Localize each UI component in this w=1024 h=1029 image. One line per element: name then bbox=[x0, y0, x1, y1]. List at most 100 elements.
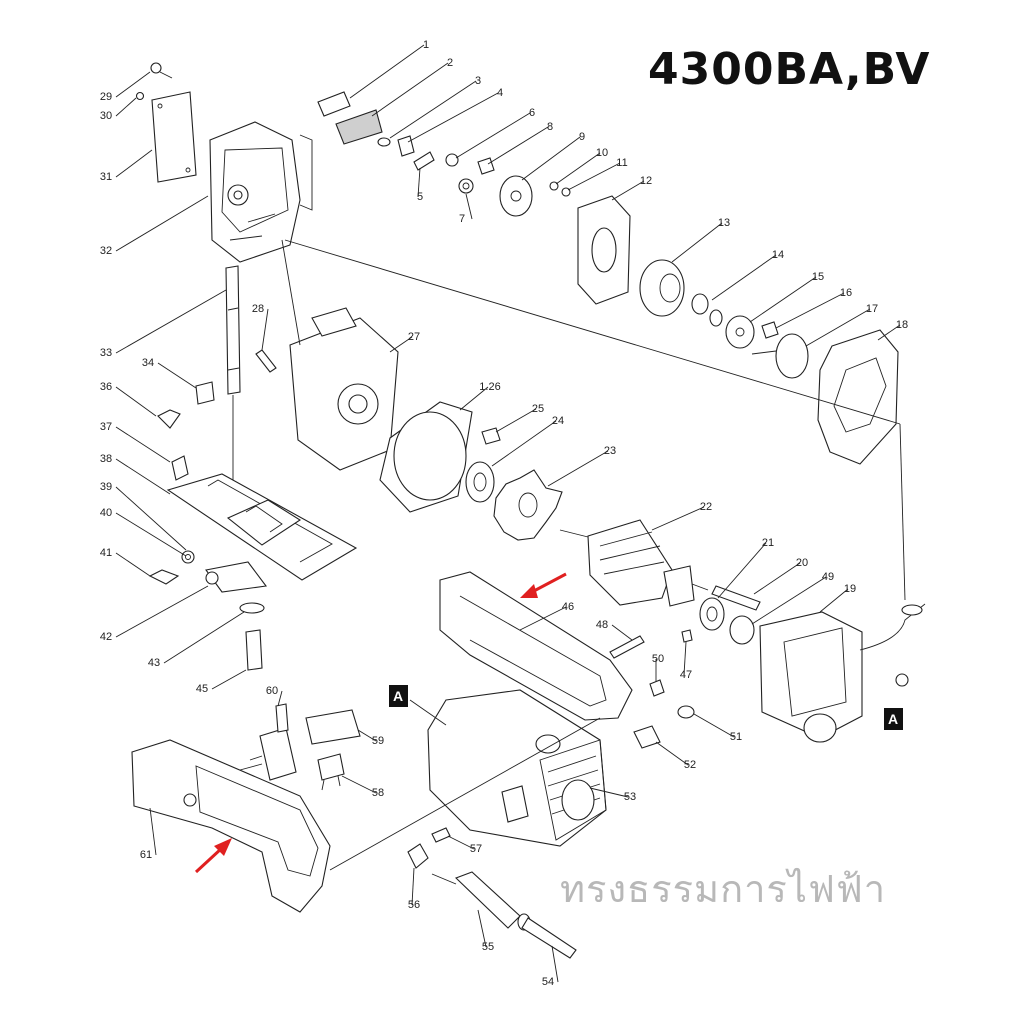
part-label: 61 bbox=[140, 849, 152, 861]
part-label: 56 bbox=[408, 899, 420, 911]
handle-link-line bbox=[329, 717, 601, 871]
part-9 bbox=[499, 175, 533, 217]
gear-housing bbox=[209, 121, 301, 263]
part-label-layer: 1234567891011121314151617181920212223242… bbox=[100, 39, 908, 988]
connector-label: A bbox=[888, 711, 898, 727]
leader-line bbox=[487, 126, 549, 165]
leader-line bbox=[611, 180, 645, 201]
part-label: 16 bbox=[840, 287, 852, 299]
connector-marker-left: A bbox=[389, 685, 408, 707]
leader-line bbox=[163, 611, 245, 664]
leader-line bbox=[717, 542, 767, 599]
part-label: 8 bbox=[547, 121, 553, 133]
clamp-34 bbox=[195, 381, 215, 405]
part-label: 19 bbox=[844, 583, 856, 595]
leader-line bbox=[357, 729, 377, 742]
washer-40 bbox=[181, 550, 195, 564]
part-label: 3 bbox=[475, 75, 481, 87]
leader-line bbox=[115, 97, 137, 117]
bolt-37 bbox=[171, 455, 189, 481]
part-label: 6 bbox=[529, 107, 535, 119]
part-7 bbox=[458, 178, 474, 194]
part-17 bbox=[751, 333, 809, 379]
part-label: 10 bbox=[596, 147, 608, 159]
cord-54 bbox=[521, 917, 577, 959]
part-58 bbox=[317, 753, 345, 791]
part-label: 36 bbox=[100, 381, 112, 393]
leader-line bbox=[555, 152, 601, 185]
leader-line bbox=[683, 641, 687, 676]
leader-line bbox=[775, 292, 845, 329]
part-3 bbox=[377, 137, 391, 147]
part-label: 9 bbox=[579, 131, 585, 143]
leader-line bbox=[567, 162, 621, 191]
leader-line bbox=[877, 324, 901, 341]
part-label: 43 bbox=[148, 657, 160, 669]
leader-line bbox=[753, 562, 801, 595]
leader-line bbox=[157, 362, 197, 389]
leader-line bbox=[519, 606, 567, 631]
part-12 bbox=[577, 195, 631, 305]
leader-line bbox=[551, 945, 559, 983]
leader-line bbox=[455, 112, 531, 159]
handle-half-61 bbox=[131, 739, 331, 913]
screw-29 bbox=[150, 62, 173, 79]
leader-line bbox=[389, 80, 477, 139]
part-label: 15 bbox=[812, 271, 824, 283]
part-15 bbox=[725, 315, 755, 349]
plunger-rod bbox=[225, 265, 241, 395]
leader-line bbox=[115, 486, 187, 551]
leader-line bbox=[671, 222, 723, 263]
leader-line bbox=[115, 585, 209, 638]
gasket-18 bbox=[817, 329, 899, 465]
leader-line bbox=[447, 835, 475, 850]
leader-line bbox=[115, 71, 151, 98]
leader-line bbox=[261, 308, 269, 351]
part-5 bbox=[413, 151, 435, 171]
part-label: 54 bbox=[542, 976, 554, 988]
leader-line bbox=[611, 624, 633, 641]
leader-line bbox=[417, 167, 421, 198]
screw-28 bbox=[255, 349, 277, 373]
part-label: 47 bbox=[680, 669, 692, 681]
part-label: 38 bbox=[100, 453, 112, 465]
part-label: 1 bbox=[423, 39, 429, 51]
leader-line bbox=[115, 195, 209, 252]
screw-30 bbox=[135, 91, 145, 101]
bolt-45 bbox=[245, 629, 263, 671]
part-label: 32 bbox=[100, 245, 112, 257]
part-label: 11 bbox=[616, 157, 627, 169]
leader-line bbox=[655, 741, 689, 766]
bearing-24 bbox=[465, 461, 495, 503]
part-13 bbox=[639, 259, 685, 317]
shaft-42 bbox=[205, 561, 268, 593]
leader-line bbox=[547, 450, 609, 487]
connector-label: A bbox=[393, 688, 403, 704]
part-label: 7 bbox=[459, 213, 465, 225]
housing-cover-plate bbox=[151, 91, 197, 183]
leader-line bbox=[115, 426, 171, 463]
leader-line bbox=[411, 867, 415, 906]
washer-43 bbox=[239, 602, 265, 614]
part-label: 41 bbox=[100, 547, 112, 559]
part-14 bbox=[691, 293, 723, 327]
part-label: 51 bbox=[730, 731, 742, 743]
part-label: 48 bbox=[596, 619, 608, 631]
part-1 bbox=[317, 91, 351, 117]
leader-line bbox=[589, 787, 629, 798]
leader-line bbox=[819, 588, 849, 613]
part-label: 60 bbox=[266, 685, 278, 697]
part-label: 50 bbox=[652, 653, 664, 665]
leader-line bbox=[149, 807, 157, 856]
cord-guard-55 bbox=[431, 871, 531, 931]
leader-line bbox=[459, 386, 489, 411]
base-plate bbox=[166, 473, 358, 581]
highlight-arrow-upper bbox=[520, 572, 567, 598]
watermark: ทรงธรรมการไฟฟ้า bbox=[560, 867, 887, 911]
leader-line bbox=[115, 149, 153, 178]
leader-line bbox=[495, 408, 537, 433]
part-label: 53 bbox=[624, 791, 636, 803]
part-6 bbox=[445, 153, 459, 167]
leader-line bbox=[389, 336, 413, 353]
leader-line bbox=[341, 775, 377, 794]
